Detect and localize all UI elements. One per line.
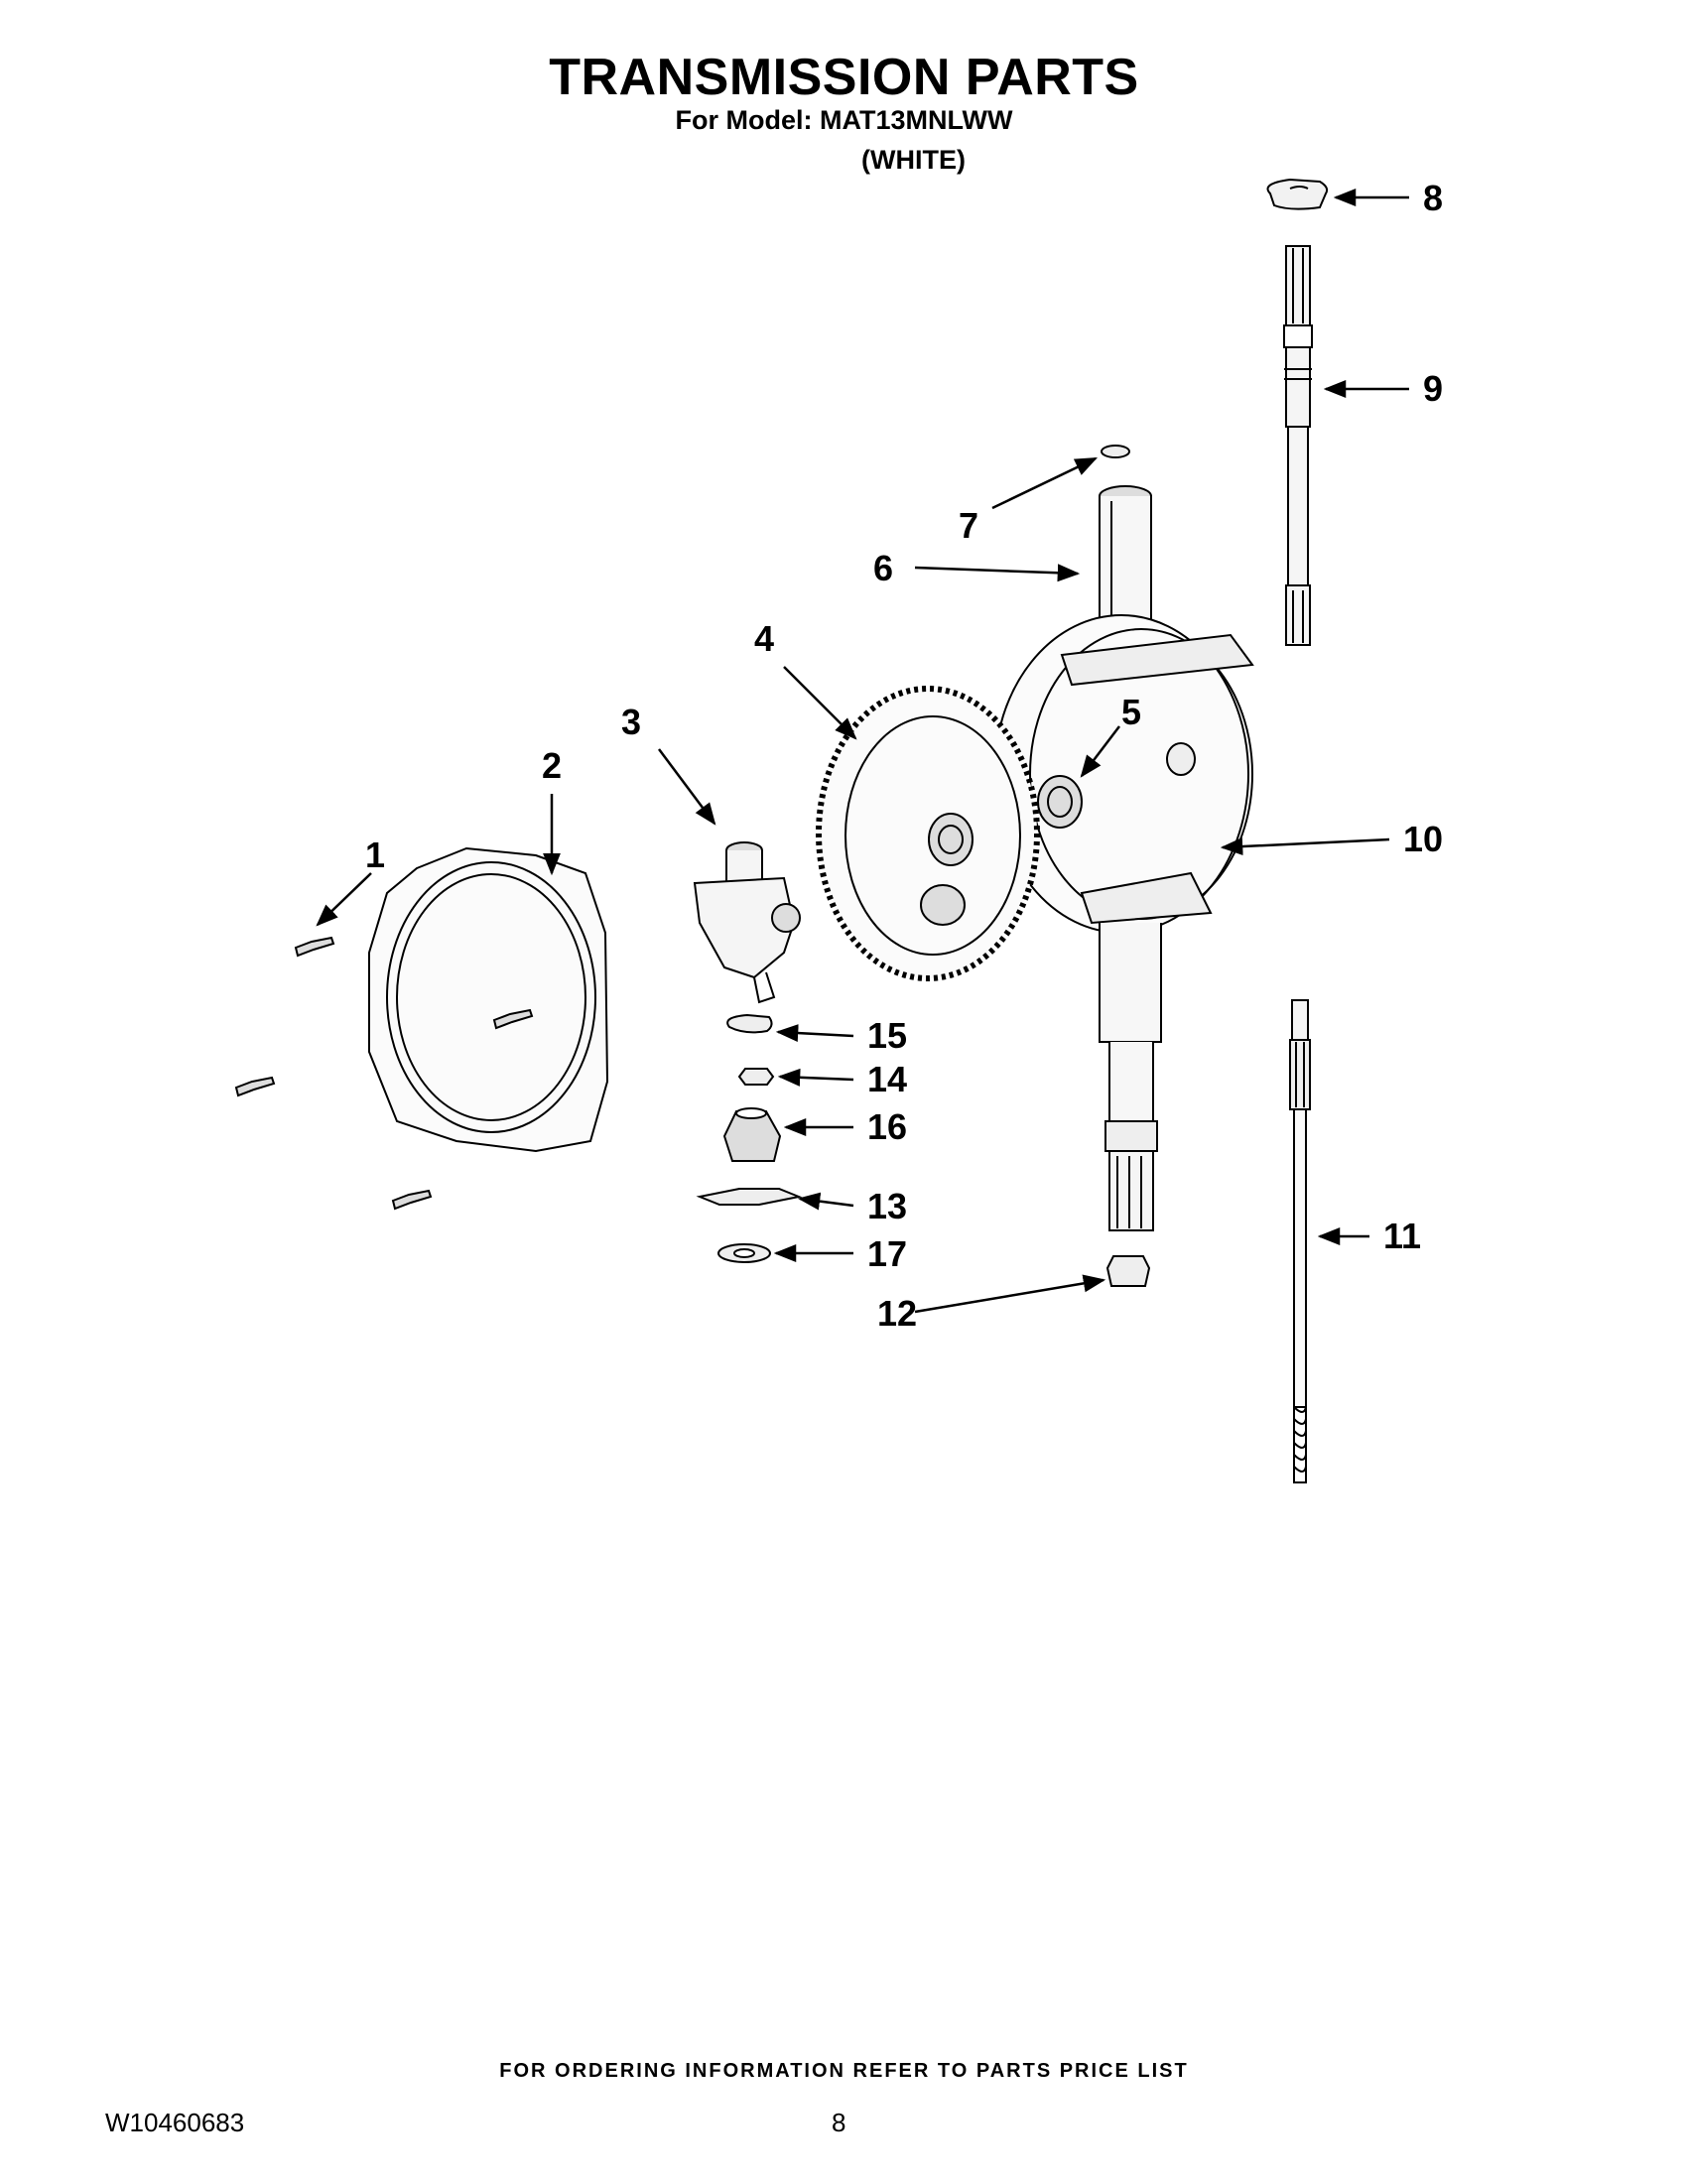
part-10-transmission-housing bbox=[993, 485, 1254, 1231]
callout-5: 5 bbox=[1121, 692, 1141, 732]
callout-14: 14 bbox=[867, 1059, 907, 1099]
part-14-bushing bbox=[737, 1068, 775, 1086]
part-17-washer bbox=[717, 1243, 771, 1263]
callout-11: 11 bbox=[1383, 1216, 1421, 1256]
document-number: W10460683 bbox=[105, 2108, 245, 2137]
part-8-clip bbox=[1266, 178, 1329, 210]
ordering-note: FOR ORDERING INFORMATION REFER TO PARTS … bbox=[499, 2060, 1189, 2082]
callout-16: 16 bbox=[867, 1106, 907, 1147]
part-2-cover bbox=[368, 846, 609, 1153]
page-number: 8 bbox=[832, 2108, 846, 2137]
callout-8: 8 bbox=[1423, 178, 1443, 218]
part-3-actuator bbox=[693, 841, 801, 1004]
callout-2: 2 bbox=[542, 745, 562, 786]
part-13-plate bbox=[696, 1188, 803, 1206]
callout-15: 15 bbox=[867, 1015, 907, 1056]
part-12-bushing bbox=[1105, 1255, 1151, 1287]
callout-17: 17 bbox=[867, 1233, 907, 1274]
callout-1: 1 bbox=[365, 835, 385, 875]
page-title: TRANSMISSION PARTS bbox=[549, 49, 1139, 106]
part-4-gear bbox=[816, 686, 1040, 981]
part-15-clip bbox=[726, 1013, 773, 1034]
part-11-shaft bbox=[1289, 999, 1311, 1483]
callout-7: 7 bbox=[959, 505, 978, 546]
model-label: For Model: MAT13MNLWW bbox=[675, 105, 1013, 135]
callout-10: 10 bbox=[1403, 819, 1443, 859]
callout-3: 3 bbox=[621, 702, 641, 742]
part-1-screws bbox=[234, 936, 534, 1211]
part-9-shaft bbox=[1283, 245, 1313, 646]
callout-13: 13 bbox=[867, 1186, 907, 1226]
callout-12: 12 bbox=[877, 1293, 917, 1334]
part-7-washer bbox=[1101, 445, 1130, 458]
leader-lines bbox=[316, 189, 1409, 1314]
callout-4: 4 bbox=[754, 618, 774, 659]
callout-9: 9 bbox=[1423, 368, 1443, 409]
callout-6: 6 bbox=[873, 548, 893, 588]
color-label: (WHITE) bbox=[861, 145, 966, 175]
part-16-pinion bbox=[722, 1107, 782, 1162]
